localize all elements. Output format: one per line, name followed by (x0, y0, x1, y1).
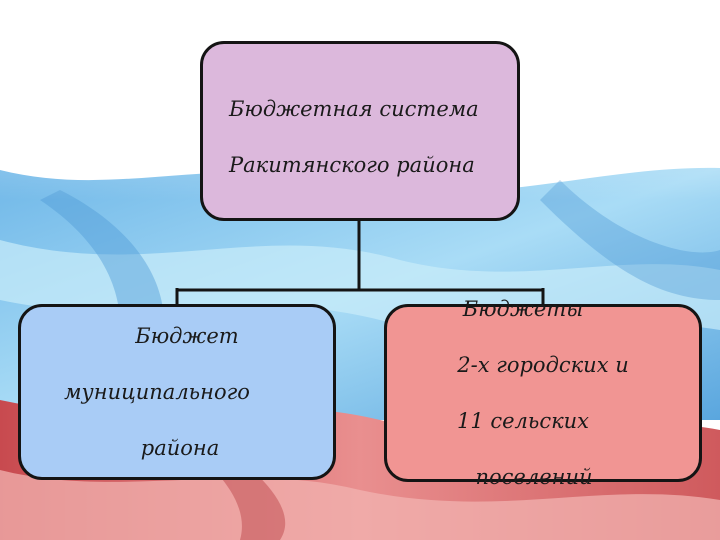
child-node-municipal-budget: Бюджет муниципального района (18, 304, 336, 480)
right-node-text: Бюджеты 2-х городских и 11 сельских посе… (457, 267, 629, 519)
left-node-line-1: Бюджет (135, 324, 239, 348)
root-node-budget-system: Бюджетная система Ракитянского района (200, 41, 520, 221)
left-node-line-3: района (140, 436, 220, 460)
root-node-line-1: Бюджетная система (229, 97, 479, 121)
root-node-line-2: Ракитянского района (229, 153, 475, 177)
root-node-text: Бюджетная система Ракитянского района (229, 67, 479, 207)
left-node-line-2: муниципального (64, 380, 250, 404)
right-node-line-3: 11 сельских (456, 409, 590, 433)
right-node-line-4: поселений (475, 465, 593, 489)
right-node-line-1: Бюджеты (462, 297, 584, 321)
left-node-text: Бюджет муниципального района (64, 294, 250, 490)
right-node-line-2: 2-х городских и (457, 353, 629, 377)
child-node-settlement-budgets: Бюджеты 2-х городских и 11 сельских посе… (384, 297, 702, 489)
